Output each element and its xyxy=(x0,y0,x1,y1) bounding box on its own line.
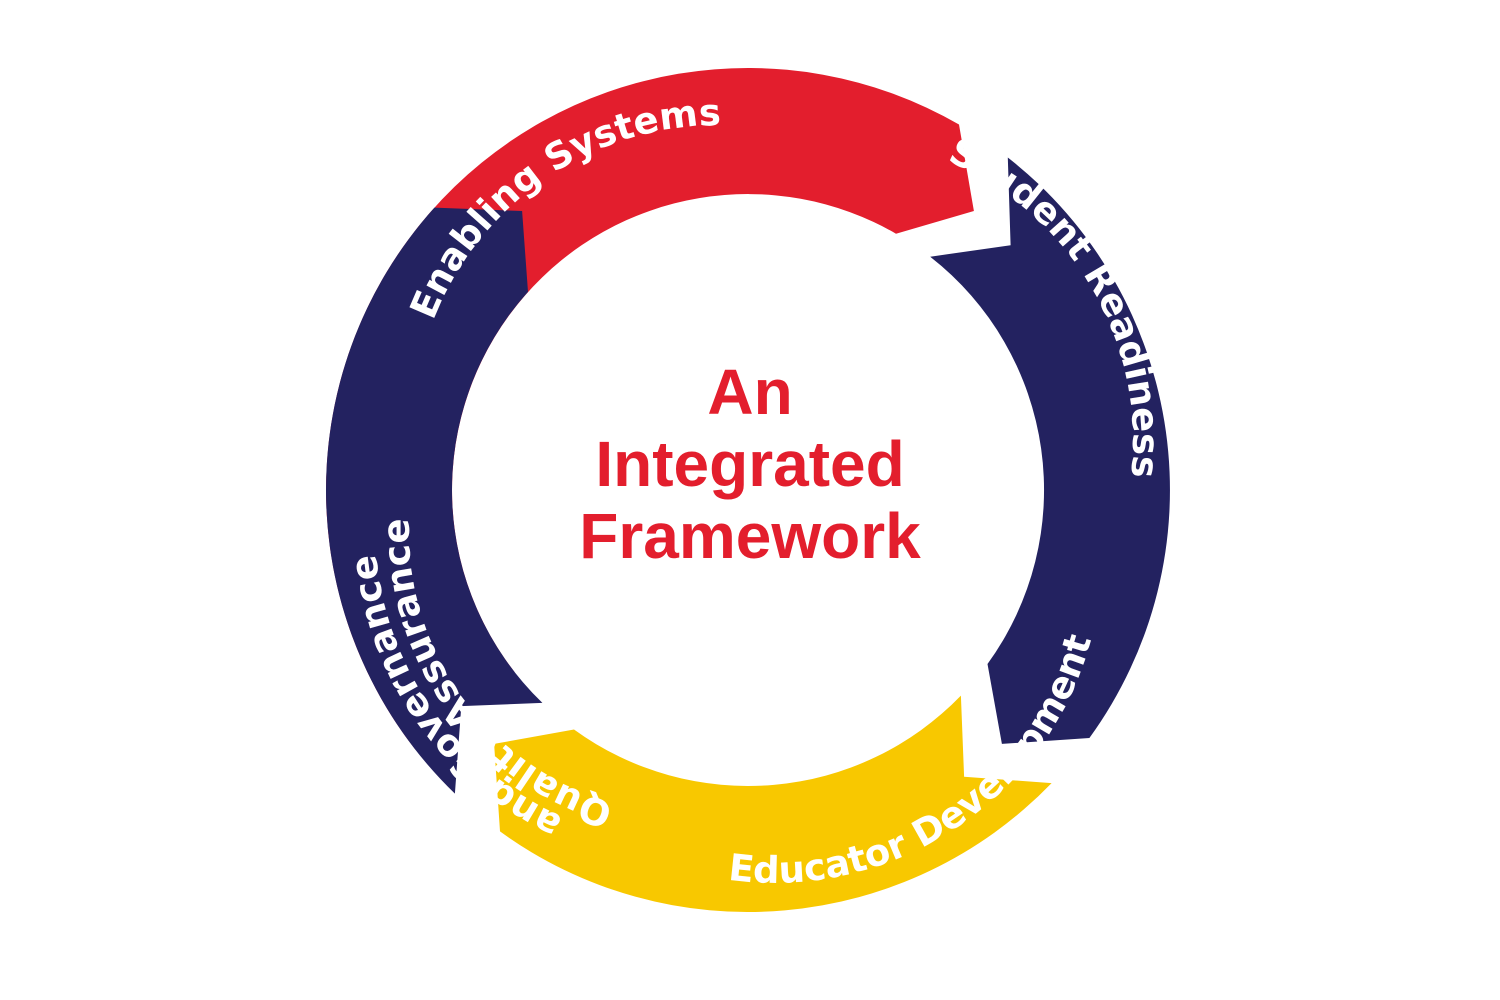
segment-arrow-student-readiness xyxy=(930,157,1170,744)
segment-arrow-educator-development xyxy=(494,695,1052,912)
segment-arrow-quality-assurance xyxy=(325,207,543,794)
center-title: An Integrated Framework xyxy=(540,356,960,572)
title-line-2: Integrated xyxy=(595,428,905,500)
title-line-1: An xyxy=(707,356,793,428)
title-line-3: Framework xyxy=(579,500,921,572)
